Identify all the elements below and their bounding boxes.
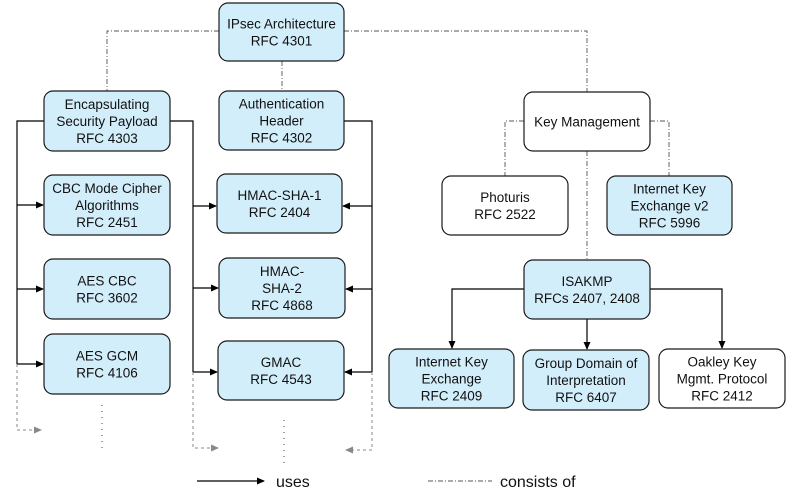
box-label-line: SHA-2	[262, 281, 302, 296]
box-label-line: Internet Key	[633, 182, 706, 197]
connector-ipsec-keymgmt	[344, 30, 588, 92]
box-label-line: RFC 2451	[76, 215, 138, 230]
box-label-line: RFC 2412	[691, 389, 753, 404]
consists-of-connectors	[106, 30, 670, 260]
box-shape	[523, 91, 651, 152]
arrow-ah-more	[345, 372, 373, 454]
box-key-management: Key Management	[523, 91, 651, 152]
box-label-line: RFC 2522	[474, 207, 536, 222]
box-label-line: Authentication	[239, 97, 325, 112]
box-label-line: RFC 2409	[421, 389, 483, 404]
box-label-line: Encapsulating	[65, 97, 150, 112]
box-label-line: HMAC-SHA-1	[237, 188, 321, 203]
box-label-line: Exchange	[421, 372, 481, 387]
connector-keymgmt-ikev2	[650, 120, 670, 176]
box-label-line: RFCs 2407, 2408	[534, 291, 640, 306]
esp-right-bus	[170, 120, 194, 372]
box-shape	[218, 90, 345, 151]
box-shape	[522, 349, 650, 411]
box-label-line: RFC 4868	[251, 298, 313, 313]
box-label-line: ISAKMP	[561, 274, 612, 289]
box-label-line: Header	[259, 114, 304, 129]
box-label-line: RFC 4543	[250, 372, 312, 387]
box-shape	[658, 348, 786, 409]
box-label-line: RFC 6407	[555, 390, 617, 405]
box-label-line: AES GCM	[76, 349, 138, 364]
box-aes-gcm: AES GCM RFC 4106	[43, 333, 171, 395]
arrow-esp-more-auth	[192, 372, 219, 452]
box-label-line: Internet Key	[415, 355, 488, 370]
box-label-line: RFC 4106	[76, 366, 138, 381]
arrow-esp-more	[16, 364, 42, 434]
uses-connectors	[16, 120, 726, 454]
ah-right-bus	[344, 120, 373, 372]
box-label-line: Exchange v2	[630, 199, 708, 214]
box-label-line: GMAC	[261, 355, 302, 370]
box-label-line: Algorithms	[75, 198, 139, 213]
box-shape	[216, 173, 343, 234]
box-label-line: Key Management	[534, 115, 640, 130]
box-shape	[43, 333, 171, 395]
box-label-line: RFC 4303	[76, 131, 138, 146]
box-label-line: RFC 4301	[251, 34, 313, 49]
box-label-line: RFC 5996	[639, 216, 701, 231]
esp-left-bus	[16, 120, 44, 364]
box-shape	[441, 175, 569, 236]
connector-ipsec-esp	[106, 30, 219, 91]
box-label-line: RFC 4302	[251, 131, 313, 146]
arrow-isakmp-ike	[448, 288, 524, 349]
box-gmac: GMAC RFC 4543	[217, 340, 345, 401]
box-shape	[43, 90, 171, 152]
box-label-line: IPsec Architecture	[227, 17, 336, 32]
box-shape	[43, 174, 171, 236]
box-label-line: RFC 3602	[76, 291, 138, 306]
box-shape	[218, 257, 346, 319]
legend: uses consists of	[197, 474, 576, 491]
box-shape	[606, 175, 733, 236]
box-label-line: Mgmt. Protocol	[677, 372, 768, 387]
box-shape	[217, 340, 345, 401]
box-shape	[218, 2, 345, 62]
arrow-isakmp-oakley	[650, 288, 726, 349]
legend-uses-label: uses	[276, 474, 310, 491]
box-label-line: AES CBC	[77, 274, 137, 289]
box-label-line: Interpretation	[546, 373, 626, 388]
box-label-line: Oakley Key	[687, 355, 756, 370]
legend-consists-of-label: consists of	[500, 474, 576, 491]
connector-keymgmt-photuris	[504, 120, 524, 176]
box-shape	[523, 259, 651, 320]
box-label-line: HMAC-	[260, 264, 304, 279]
box-label-line: CBC Mode Cipher	[52, 181, 162, 196]
box-shape	[43, 258, 171, 320]
box-isakmp: ISAKMP RFCs 2407, 2408	[523, 259, 651, 320]
box-shape	[388, 348, 515, 409]
box-label-line: Group Domain of	[535, 356, 638, 371]
box-label-line: Security Payload	[56, 114, 157, 129]
box-label-line: Photuris	[480, 190, 530, 205]
box-label-line: RFC 2404	[249, 205, 311, 220]
box-aes-cbc: AES CBC RFC 3602	[43, 258, 171, 320]
